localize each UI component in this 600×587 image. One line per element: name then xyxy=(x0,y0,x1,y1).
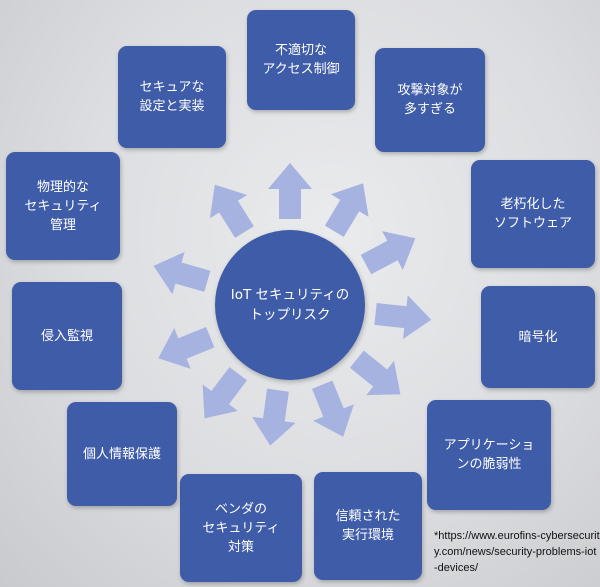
node-trusted-execution: 信頼された 実行環境 xyxy=(314,472,422,580)
arrow-2 xyxy=(360,231,416,275)
node-secure-configuration: セキュアな 設定と実装 xyxy=(118,46,226,148)
arrow-10 xyxy=(209,184,254,238)
arrow-8 xyxy=(158,327,215,369)
node-label: セキュアな 設定と実装 xyxy=(139,80,205,114)
node-intrusion-monitoring: 侵入監視 xyxy=(12,282,122,390)
arrow-3 xyxy=(374,295,432,339)
arrow-6 xyxy=(252,388,296,446)
node-label: 暗号化 xyxy=(518,329,558,345)
node-label: 物理的な セキュリティ 管理 xyxy=(24,179,102,233)
node-access-control: 不適切な アクセス制御 xyxy=(247,10,355,110)
arrow-9 xyxy=(153,251,211,295)
node-label: アプリケーショ ンの脆弱性 xyxy=(443,438,535,472)
node-label: 信頼された 実行環境 xyxy=(335,509,401,543)
node-physical-security: 物理的な セキュリティ 管理 xyxy=(6,152,120,260)
node-label: 個人情報保護 xyxy=(82,446,161,462)
node-label: 老朽化した ソフトウェア xyxy=(493,197,572,231)
arrow-1 xyxy=(324,183,369,237)
node-label: 侵入監視 xyxy=(40,328,93,344)
node-label: ベンダの セキュリティ 対策 xyxy=(202,501,280,555)
node-app-vulnerability: アプリケーショ ンの脆弱性 xyxy=(427,400,551,510)
node-attack-surface: 攻撃対象が 多すぎる xyxy=(375,48,485,152)
node-label: 不適切な アクセス制御 xyxy=(262,43,340,77)
center-label: IoT セキュリティの トップリスク xyxy=(230,287,350,323)
node-privacy: 個人情報保護 xyxy=(67,402,177,506)
arrow-7 xyxy=(202,367,247,419)
node-encryption: 暗号化 xyxy=(481,286,595,388)
node-outdated-software: 老朽化した ソフトウェア xyxy=(471,160,595,268)
node-label: 攻撃対象が 多すぎる xyxy=(397,83,463,117)
arrow-5 xyxy=(312,380,354,437)
source-footnote: *https://www.eurofins-cybersecurity.com/… xyxy=(434,530,600,574)
node-vendor-security: ベンダの セキュリティ 対策 xyxy=(180,474,302,582)
center-topic: IoT セキュリティの トップリスク xyxy=(215,230,365,380)
arrow-0 xyxy=(268,163,312,219)
arrow-4 xyxy=(349,350,401,396)
